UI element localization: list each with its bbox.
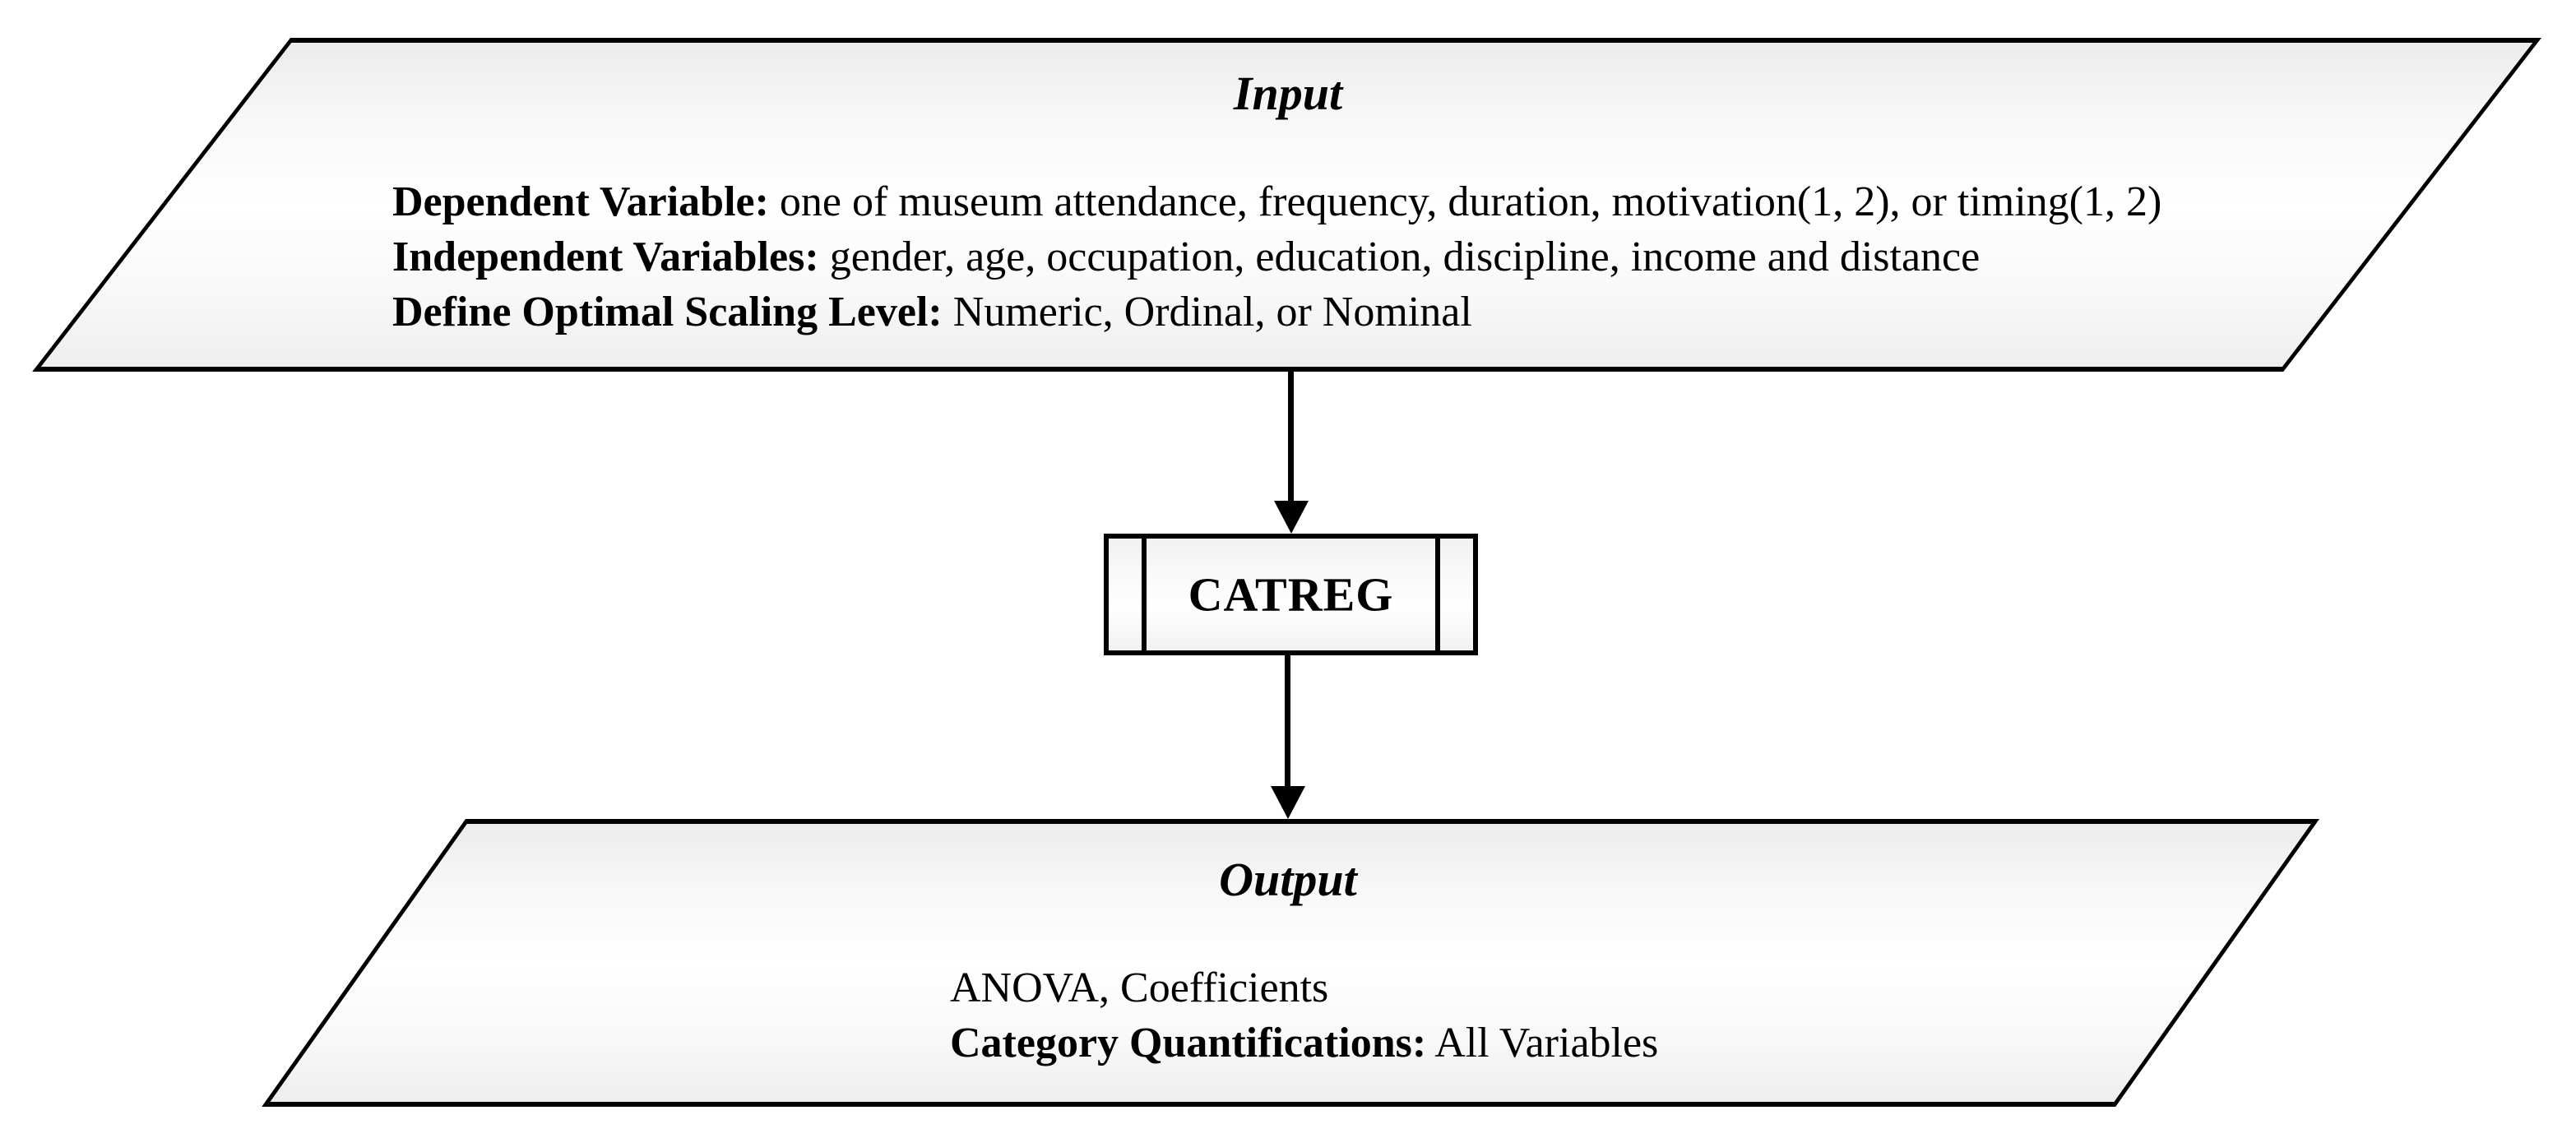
output-line-category-quantifications-text: All Variables bbox=[1426, 1020, 1659, 1066]
output-line-category-quantifications: Category Quantifications: All Variables bbox=[950, 1015, 1658, 1071]
input-line-dependent-variable-label: Dependent Variable: bbox=[392, 178, 769, 225]
arrow-input-to-catreg-line bbox=[1288, 371, 1294, 506]
input-line-independent-variables-text: gender, age, occupation, education, disc… bbox=[818, 234, 1981, 280]
input-text-block: Dependent Variable: one of museum attend… bbox=[392, 174, 2161, 340]
process-right-bar bbox=[1435, 539, 1440, 650]
catreg-process-box: CATREG bbox=[1104, 534, 1478, 655]
input-title: Input bbox=[1233, 67, 1343, 120]
output-text-block: ANOVA, Coefficients Category Quantificat… bbox=[950, 960, 1658, 1071]
output-line-anova-text: ANOVA, Coefficients bbox=[950, 965, 1329, 1011]
input-line-dependent-variable: Dependent Variable: one of museum attend… bbox=[392, 174, 2161, 229]
input-line-independent-variables: Independent Variables: gender, age, occu… bbox=[392, 229, 2161, 284]
arrow-catreg-to-output-line bbox=[1285, 655, 1290, 790]
output-line-category-quantifications-label: Category Quantifications: bbox=[950, 1020, 1427, 1066]
output-line-anova: ANOVA, Coefficients bbox=[950, 960, 1658, 1015]
input-line-independent-variables-label: Independent Variables: bbox=[392, 234, 819, 280]
input-line-optimal-scaling: Define Optimal Scaling Level: Numeric, O… bbox=[392, 284, 2161, 340]
input-line-optimal-scaling-label: Define Optimal Scaling Level: bbox=[392, 289, 943, 335]
arrow-input-to-catreg-head bbox=[1274, 501, 1309, 534]
input-line-dependent-variable-text: one of museum attendance, frequency, dur… bbox=[768, 178, 2162, 225]
input-line-optimal-scaling-text: Numeric, Ordinal, or Nominal bbox=[942, 289, 1472, 335]
output-title: Output bbox=[1219, 853, 1357, 906]
catreg-label: CATREG bbox=[1188, 567, 1394, 622]
arrow-catreg-to-output-head bbox=[1271, 786, 1305, 819]
process-left-bar bbox=[1142, 539, 1147, 650]
